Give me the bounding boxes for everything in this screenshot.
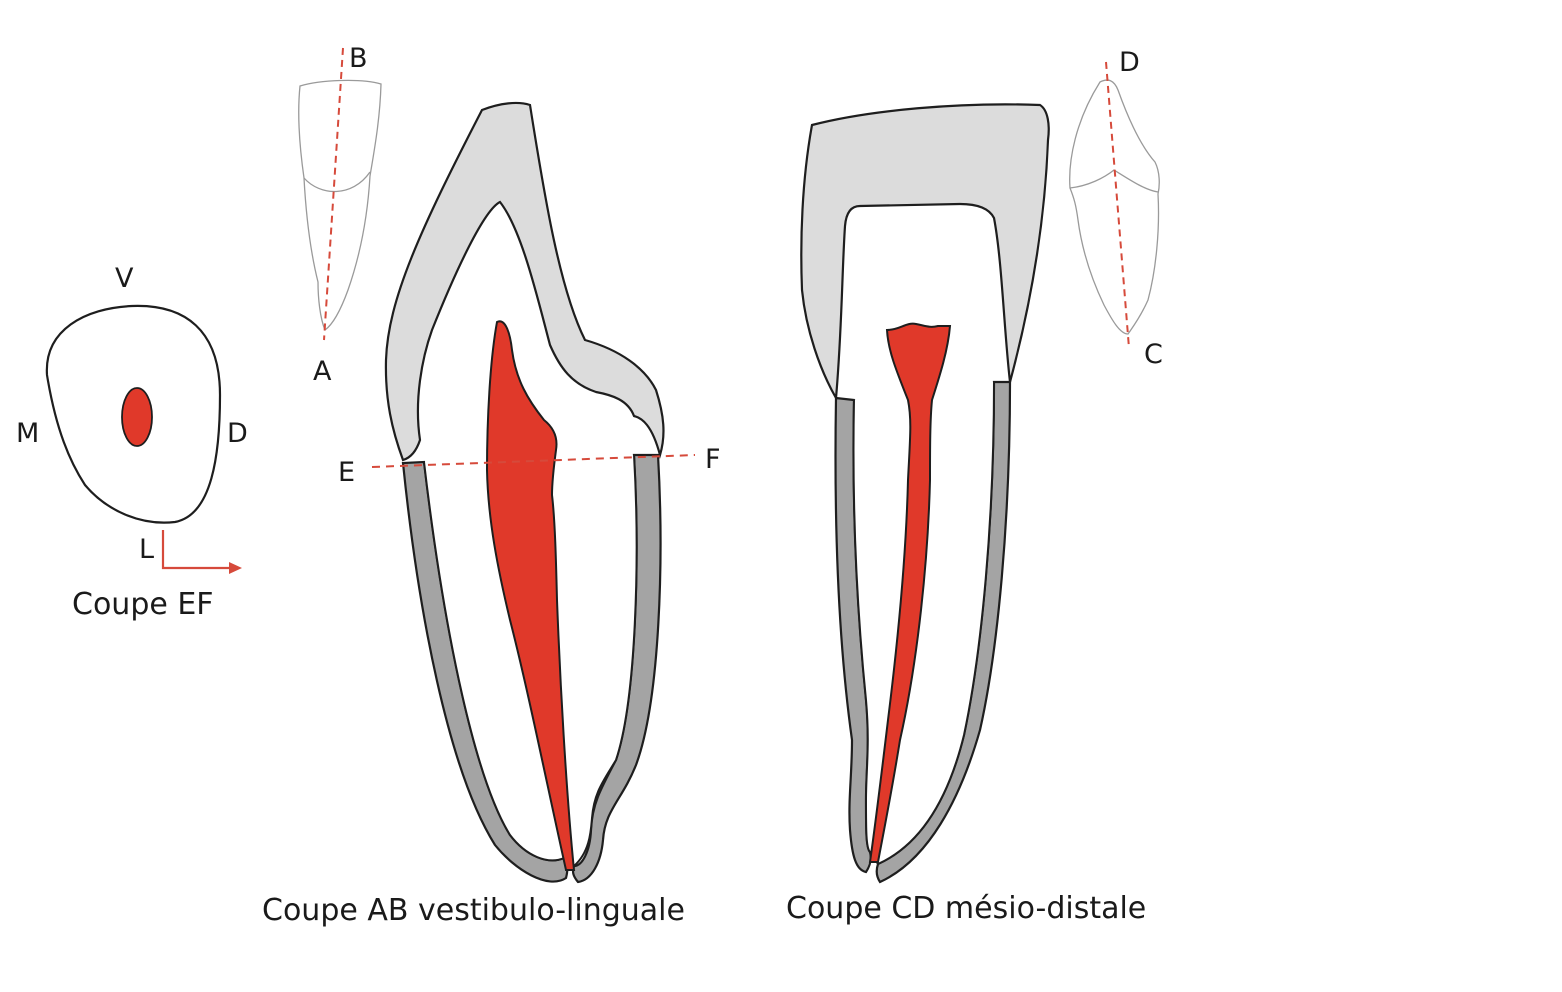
- section-line-cd: [1105, 61, 1130, 349]
- label-d-cd: D: [1119, 47, 1140, 78]
- label-f: F: [705, 444, 721, 475]
- caption-coupe-ef: Coupe EF: [72, 587, 214, 622]
- section-line-ef: [371, 454, 696, 468]
- label-c: C: [1144, 339, 1163, 370]
- caption-coupe-ab: Coupe AB vestibulo-linguale: [262, 893, 685, 928]
- cross-section-ef-pulp: [121, 387, 153, 447]
- section-cd: Coupe CD mésio-distale: [786, 103, 1146, 926]
- label-l: L: [139, 534, 154, 565]
- section-ab: E F Coupe AB vestibulo-linguale: [262, 101, 721, 928]
- reference-tooth-ab: B A: [298, 43, 382, 387]
- label-v: V: [115, 263, 134, 294]
- section-cd-enamel: [800, 103, 1050, 402]
- label-d-ef: D: [227, 418, 248, 449]
- section-cd-pulp: [868, 322, 952, 863]
- reference-tooth-ab-cej: [303, 171, 371, 193]
- reference-tooth-ab-outline: [298, 79, 382, 332]
- reference-tooth-cd-outline: [1069, 79, 1160, 335]
- section-ab-pulp: [485, 320, 576, 871]
- caption-coupe-cd: Coupe CD mésio-distale: [786, 891, 1146, 926]
- label-m: M: [16, 418, 39, 449]
- label-a: A: [313, 356, 332, 387]
- cross-section-ef: V M D L Coupe EF: [16, 263, 248, 622]
- section-line-ab: [323, 47, 344, 341]
- label-b: B: [349, 43, 368, 74]
- label-e: E: [338, 457, 355, 488]
- section-ab-enamel: [384, 101, 665, 462]
- orientation-arrow-icon: [161, 530, 232, 570]
- reference-tooth-cd: D C: [1069, 47, 1163, 370]
- orientation-arrowhead-icon: [229, 562, 242, 574]
